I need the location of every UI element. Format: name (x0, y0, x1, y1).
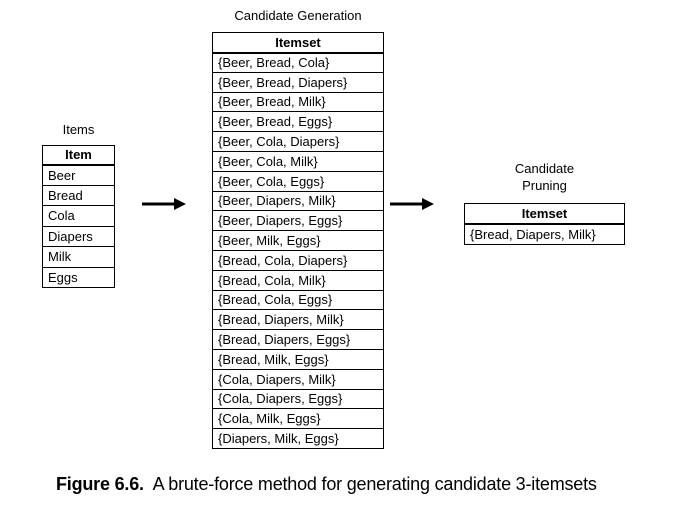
table-cell: Cola (42, 205, 115, 227)
table-cell: Bread (42, 184, 115, 206)
table-row: {Beer, Bread, Cola} (212, 52, 384, 73)
table-row: {Cola, Diapers, Eggs} (212, 388, 384, 410)
table-row: Beer (42, 164, 115, 186)
table-cell: {Beer, Bread, Eggs} (212, 111, 384, 133)
table-row: {Beer, Cola, Diapers} (212, 131, 384, 152)
table-row: Cola (42, 205, 115, 227)
table-cell: {Beer, Cola, Diapers} (212, 131, 384, 152)
table-cell: {Diapers, Milk, Eggs} (212, 428, 384, 449)
pruning-title-line2: Pruning (522, 178, 567, 193)
pruning-table: Itemset {Bread, Diapers, Milk} (464, 203, 625, 245)
table-row: {Diapers, Milk, Eggs} (212, 428, 384, 449)
table-cell: {Bread, Diapers, Eggs} (212, 329, 384, 350)
pruning-title: Candidate Pruning (464, 160, 625, 194)
table-row: {Beer, Cola, Milk} (212, 150, 384, 172)
table-row: {Cola, Milk, Eggs} (212, 408, 384, 430)
table-cell: {Bread, Milk, Eggs} (212, 348, 384, 370)
table-cell: {Beer, Bread, Cola} (212, 52, 384, 73)
pruning-table-header: Itemset (464, 203, 625, 225)
pruning-table-body: {Bread, Diapers, Milk} (464, 223, 625, 245)
table-row: Milk (42, 246, 115, 268)
table-row: {Beer, Diapers, Eggs} (212, 210, 384, 232)
table-row: {Bread, Milk, Eggs} (212, 348, 384, 370)
table-row: {Bread, Cola, Diapers} (212, 249, 384, 271)
table-cell: {Cola, Diapers, Eggs} (212, 388, 384, 410)
table-cell: {Bread, Cola, Eggs} (212, 289, 384, 311)
arrow-right-icon (142, 198, 186, 210)
table-row: {Bread, Diapers, Milk} (212, 309, 384, 331)
table-cell: {Cola, Milk, Eggs} (212, 408, 384, 430)
table-cell: Eggs (42, 266, 115, 288)
generation-title: Candidate Generation (234, 8, 362, 23)
table-cell: {Bread, Diapers, Milk} (464, 223, 625, 245)
table-row: {Beer, Milk, Eggs} (212, 230, 384, 251)
arrow-right-icon (390, 198, 434, 210)
table-cell: {Bread, Cola, Diapers} (212, 249, 384, 271)
table-cell: {Beer, Cola, Eggs} (212, 170, 384, 192)
table-cell: {Bread, Diapers, Milk} (212, 309, 384, 331)
table-row: Diapers (42, 225, 115, 247)
table-cell: {Beer, Diapers, Eggs} (212, 210, 384, 232)
items-table-header: Item (42, 145, 115, 166)
table-cell: Beer (42, 164, 115, 186)
table-row: {Bread, Cola, Milk} (212, 269, 384, 291)
table-cell: {Cola, Diapers, Milk} (212, 368, 384, 390)
pruning-title-line1: Candidate (514, 161, 575, 176)
generation-table-body: {Beer, Bread, Cola}{Beer, Bread, Diapers… (212, 52, 384, 449)
table-cell: {Beer, Diapers, Milk} (212, 190, 384, 212)
table-row: {Beer, Bread, Milk} (212, 91, 384, 113)
table-cell: {Beer, Bread, Milk} (212, 91, 384, 113)
table-row: Eggs (42, 266, 115, 288)
figure-caption-text: A brute-force method for generating cand… (152, 474, 597, 494)
figure-number: Figure 6.6. (56, 474, 144, 494)
table-row: {Beer, Bread, Eggs} (212, 111, 384, 133)
table-row: {Beer, Diapers, Milk} (212, 190, 384, 212)
table-row: {Cola, Diapers, Milk} (212, 368, 384, 390)
table-cell: Diapers (42, 225, 115, 247)
table-row: {Bread, Diapers, Eggs} (212, 329, 384, 350)
table-cell: {Beer, Milk, Eggs} (212, 230, 384, 251)
generation-table: Itemset {Beer, Bread, Cola}{Beer, Bread,… (212, 32, 384, 449)
table-row: {Bread, Cola, Eggs} (212, 289, 384, 311)
generation-table-header: Itemset (212, 32, 384, 54)
table-row: {Beer, Bread, Diapers} (212, 71, 384, 93)
table-cell: {Bread, Cola, Milk} (212, 269, 384, 291)
figure-caption: Figure 6.6. A brute-force method for gen… (56, 474, 597, 495)
table-cell: {Beer, Cola, Milk} (212, 150, 384, 172)
items-title: Items (62, 122, 95, 137)
table-row: Bread (42, 184, 115, 206)
table-row: {Bread, Diapers, Milk} (464, 223, 625, 245)
table-cell: {Beer, Bread, Diapers} (212, 71, 384, 93)
table-cell: Milk (42, 246, 115, 268)
table-row: {Beer, Cola, Eggs} (212, 170, 384, 192)
